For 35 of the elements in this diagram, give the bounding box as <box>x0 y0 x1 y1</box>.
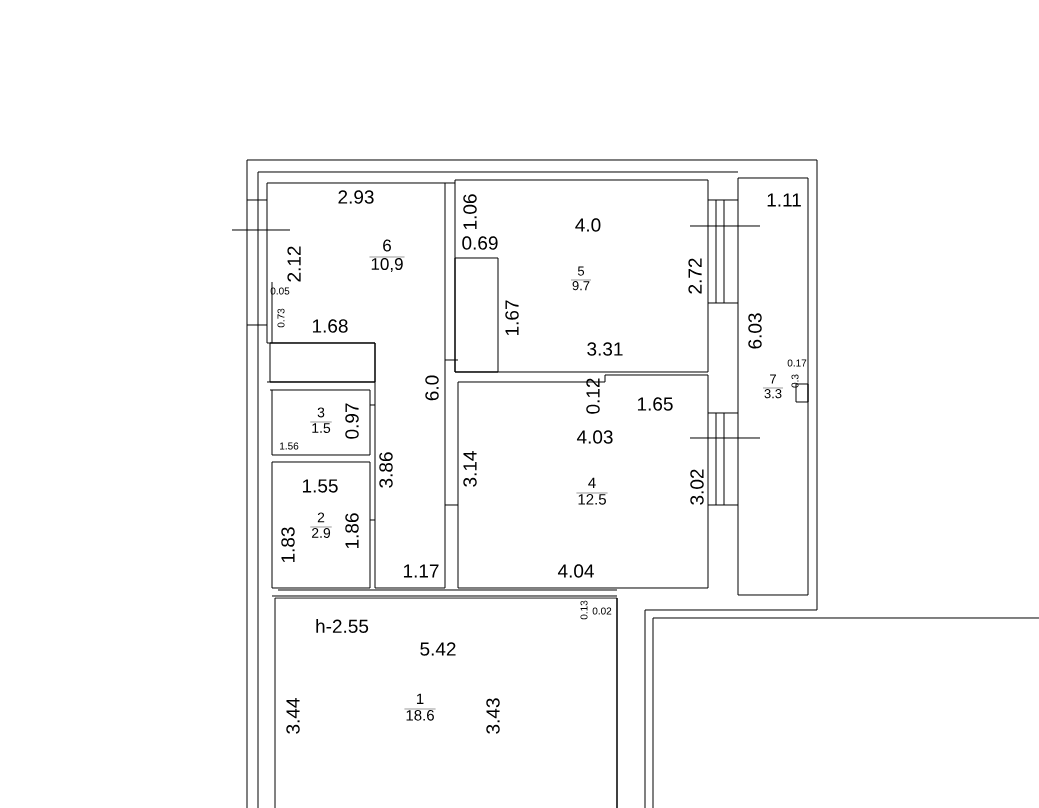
dimension-label: 6.03 <box>748 313 762 349</box>
dimension-label: 0.3 <box>791 374 799 388</box>
dimension-label: 1.65 <box>637 397 673 411</box>
dimension-label: 0.13 <box>580 600 588 620</box>
dimension-label: 1.86 <box>345 513 359 549</box>
dimension-label: 3.31 <box>587 342 623 356</box>
dimension-label: 3.86 <box>379 452 393 488</box>
dimension-label: 1.11 <box>767 193 801 207</box>
dimension-label: 4.04 <box>557 564 594 578</box>
dimension-label: 2.93 <box>338 190 374 204</box>
dimension-label: 3.02 <box>690 469 704 505</box>
dimension-label: 3.44 <box>286 698 300 734</box>
dimension-label: h-2.55 <box>316 619 369 633</box>
dimension-label: 0.69 <box>462 236 498 250</box>
dimension-label: 5.42 <box>420 642 456 656</box>
dimension-label: 6.0 <box>425 375 439 401</box>
dimension-label: 4.03 <box>576 430 613 444</box>
dimension-label: 3.14 <box>463 451 477 487</box>
dimension-label: 1.06 <box>463 194 477 230</box>
dimension-label: 2.12 <box>287 246 301 282</box>
dimension-label: 3.43 <box>486 698 500 734</box>
dimension-label: 0.73 <box>277 308 285 328</box>
dimension-label: 0.97 <box>345 403 359 439</box>
dimension-label: 1.56 <box>280 442 299 450</box>
dimension-label: 1.68 <box>312 319 348 333</box>
dimension-label: 1.83 <box>281 527 295 563</box>
dimension-label: 1.67 <box>505 300 519 336</box>
dimension-label: 1.17 <box>403 564 439 578</box>
dimension-label: 0.02 <box>592 607 612 615</box>
dimension-label: 4.0 <box>575 218 601 232</box>
dimension-label: 2.72 <box>688 258 702 294</box>
dimension-label: 0.17 <box>787 359 807 367</box>
dimension-label: 0.12 <box>586 378 600 414</box>
dimension-label: 0.05 <box>270 287 290 295</box>
dimension-label: 1.55 <box>302 479 338 493</box>
